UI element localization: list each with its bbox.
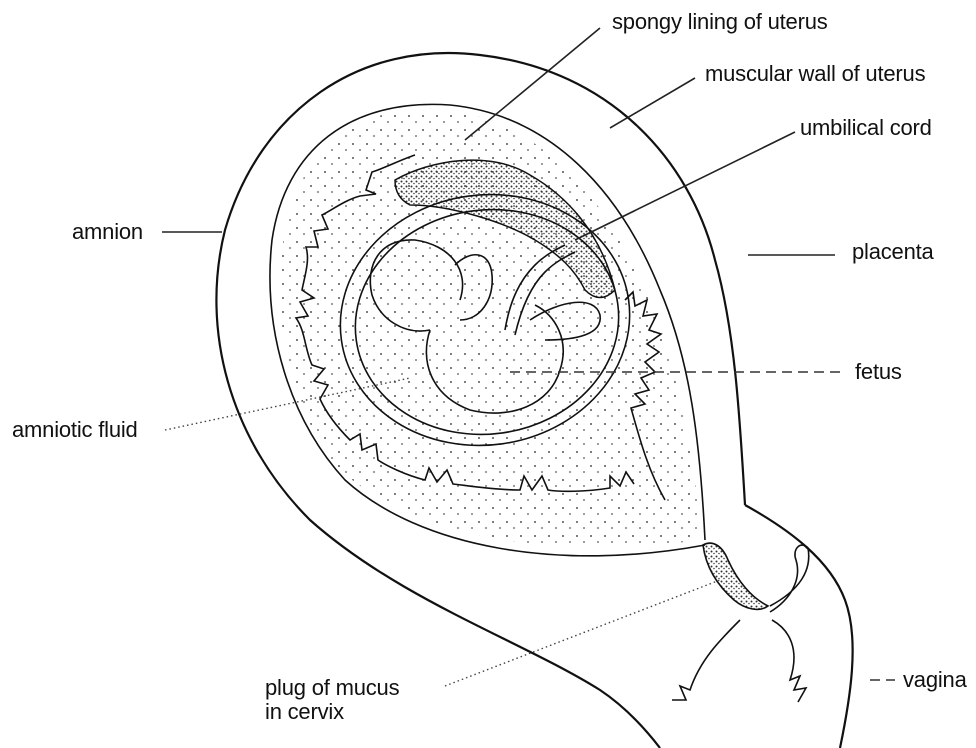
label-amniotic-fluid: amniotic fluid [12,418,138,442]
label-fetus: fetus [855,360,902,384]
label-plug-of-mucus-line2: in cervix [265,700,455,724]
vaginal-outer-wall [745,505,853,748]
label-plug-of-mucus: plug of mucus in cervix [265,676,455,724]
leader-plug-of-mucus [445,580,720,686]
label-plug-of-mucus-line1: plug of mucus [265,676,455,700]
vaginal-folds [672,620,806,702]
label-amnion: amnion [72,220,143,244]
label-vagina: vagina [903,668,967,692]
label-muscular-wall: muscular wall of uterus [705,62,925,86]
label-placenta: placenta [852,240,934,264]
label-spongy-lining: spongy lining of uterus [612,10,828,34]
vaginal-inner-wall [770,545,809,612]
label-umbilical-cord: umbilical cord [800,116,932,140]
leader-umbilical-cord [575,132,795,240]
leader-muscular-wall [610,78,695,128]
cervix-plug [703,543,768,609]
